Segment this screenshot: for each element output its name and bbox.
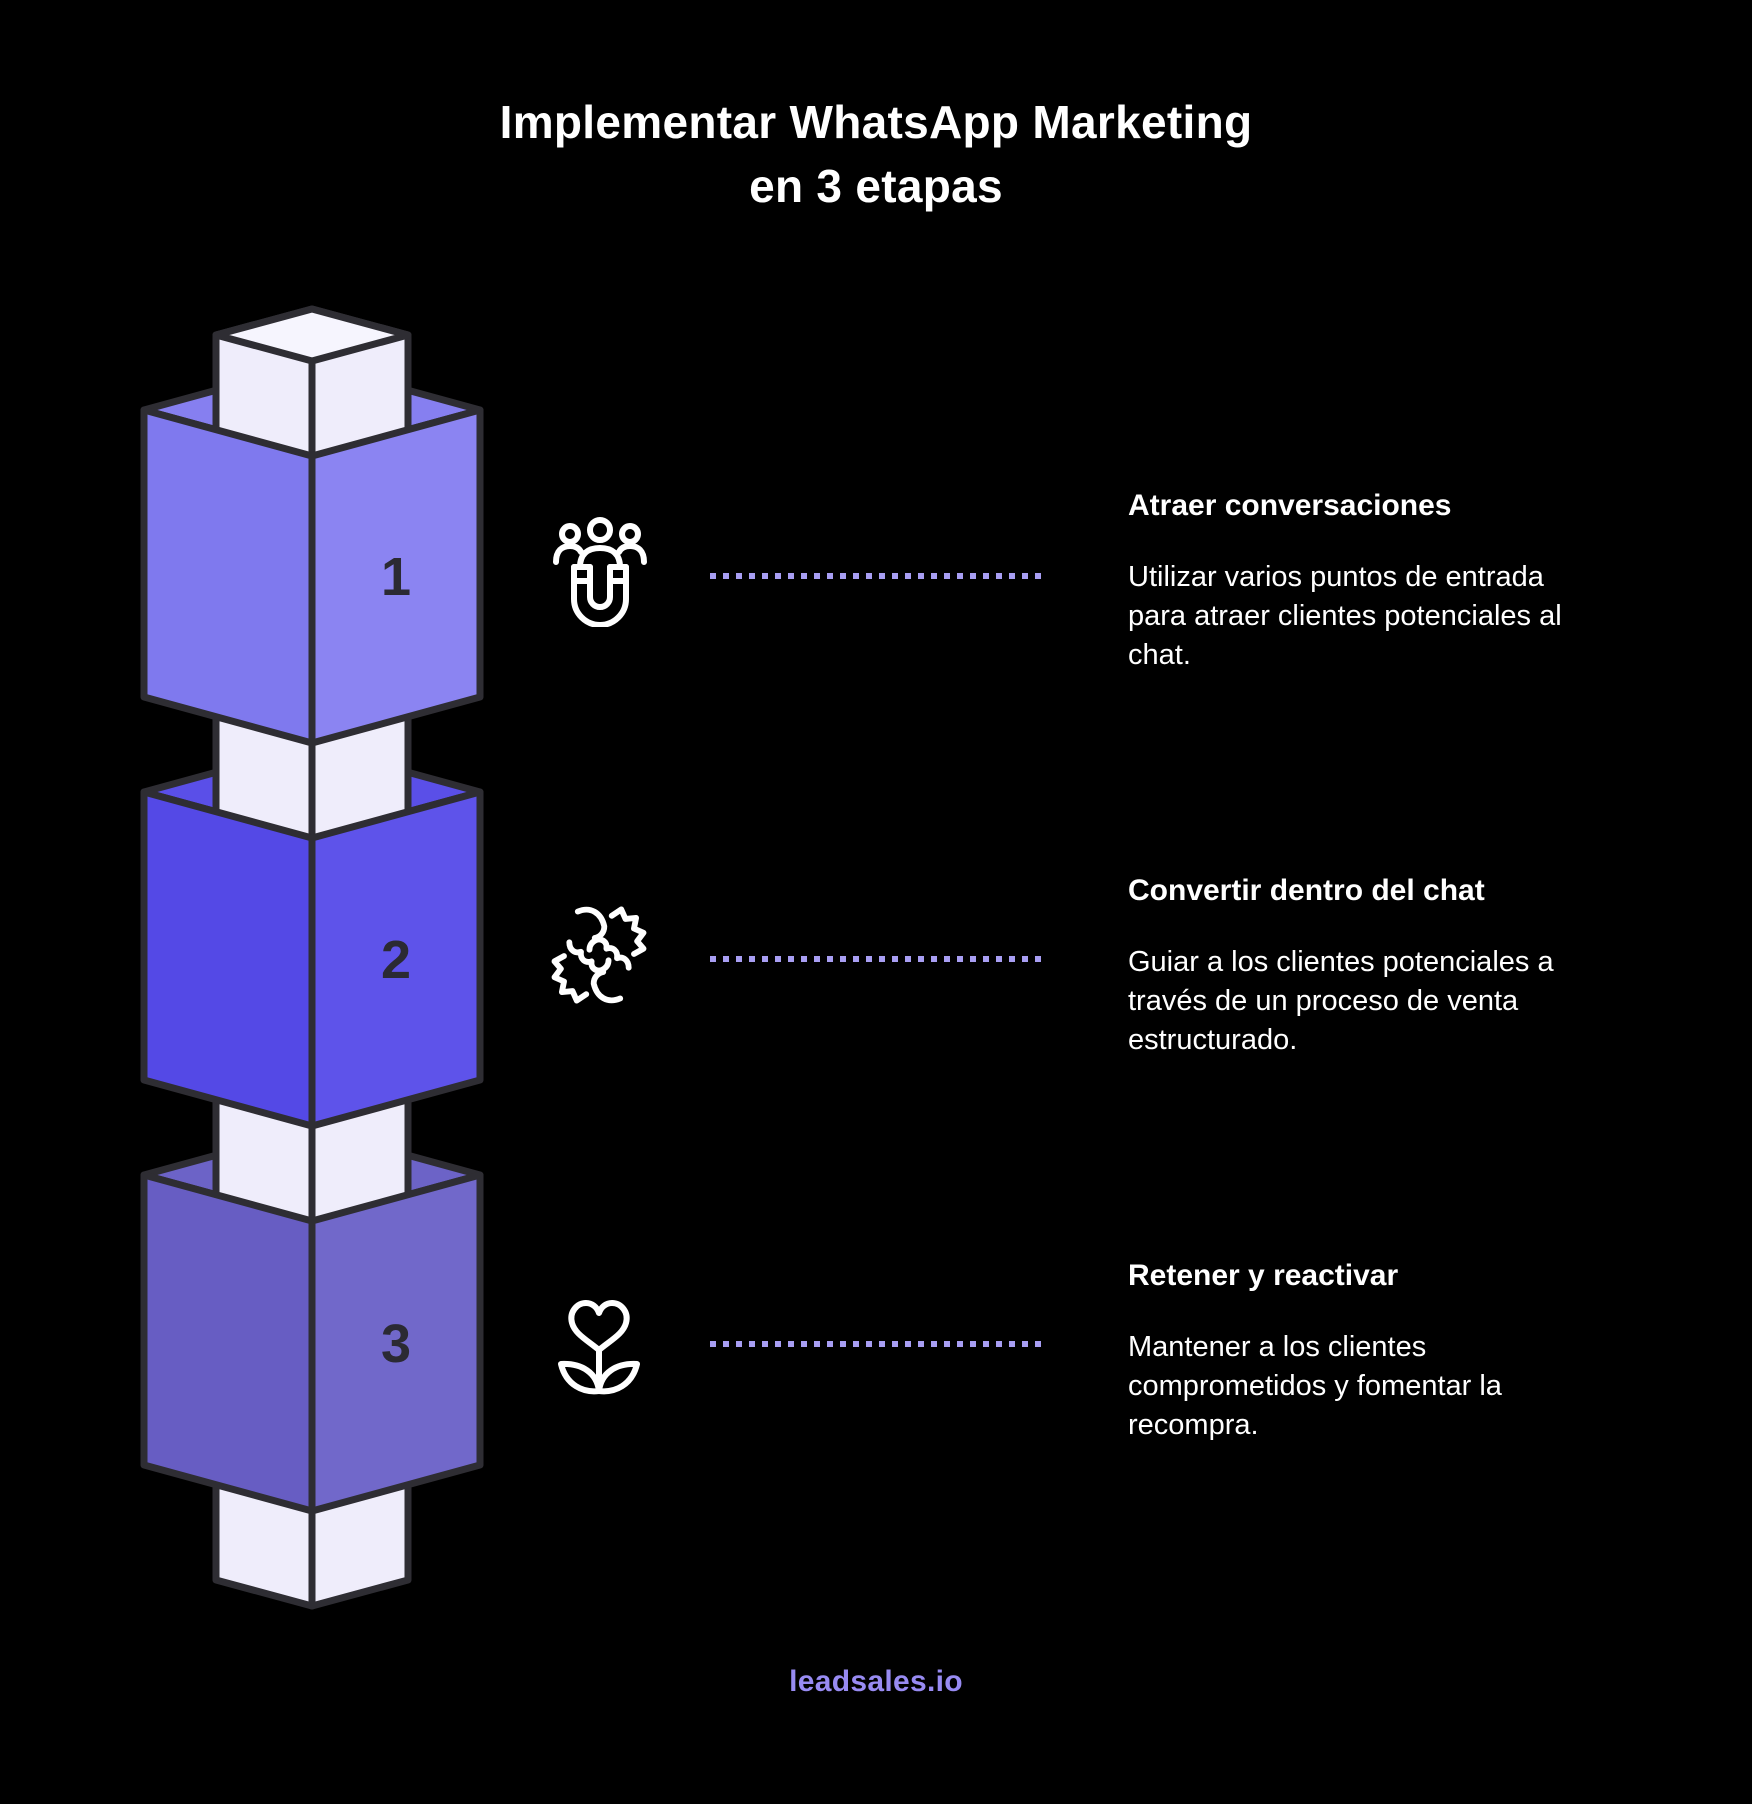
title-line-1: Implementar WhatsApp Marketing	[499, 96, 1253, 148]
step-1-body: Utilizar varios puntos de entrada para a…	[1128, 561, 1562, 671]
block-3-number: 3	[381, 1314, 411, 1374]
block-2-right-face	[308, 788, 484, 1130]
handshake-icon	[545, 902, 653, 1008]
block-3-left-face	[140, 1171, 316, 1515]
step-1-text: Atraer conversaciones Utilizar varios pu…	[1128, 488, 1586, 675]
dotted-connector	[710, 1341, 1042, 1347]
brand-footer: leadsales.io	[789, 1665, 963, 1698]
step-2-heading: Convertir dentro del chat	[1128, 874, 1485, 907]
flower-heart-icon	[553, 1290, 645, 1396]
title-line-2: en 3 etapas	[749, 160, 1003, 212]
step-3-text: Retener y reactivar Mantener a los clien…	[1128, 1258, 1586, 1445]
step-2-body: Guiar a los clientes potenciales a travé…	[1128, 946, 1554, 1056]
pillar-top-face	[212, 305, 412, 365]
dotted-connector	[710, 956, 1042, 962]
block-2-number: 2	[381, 930, 411, 990]
block-3-right-face	[308, 1171, 484, 1515]
step-3-heading: Retener y reactivar	[1128, 1259, 1399, 1292]
page-title: Implementar WhatsApp Marketing en 3 etap…	[0, 90, 1752, 218]
step-2-text: Convertir dentro del chat Guiar a los cl…	[1128, 873, 1586, 1060]
dotted-connector	[710, 573, 1042, 579]
block-1-number: 1	[381, 547, 411, 607]
step-3-body: Mantener a los clientes comprometidos y …	[1128, 1331, 1502, 1441]
block-2-left-face	[140, 788, 316, 1130]
block-1-right-face	[308, 406, 484, 747]
magnet-people-icon	[552, 515, 648, 627]
block-1-left-face	[140, 406, 316, 747]
step-1-heading: Atraer conversaciones	[1128, 489, 1452, 522]
